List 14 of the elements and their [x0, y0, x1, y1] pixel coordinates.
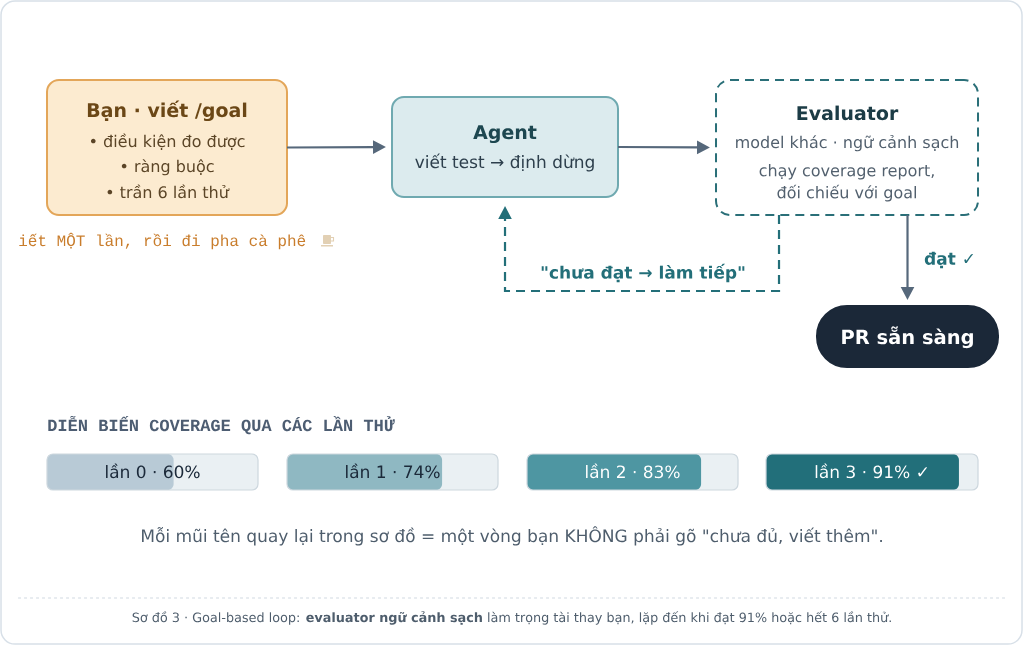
section-heading: DIỄN BIẾN COVERAGE QUA CÁC LẦN THỬ — [48, 416, 395, 435]
note-text: iết MỘT lần, rồi đi pha cà phê — [19, 232, 306, 250]
caption: Sơ đồ 3 · Goal-based loop: evaluator ngữ cảnh sạch làm trọng tài thay bạn, lặp đến khi đạt 91% hoặc hết 6 lần thử. — [132, 611, 891, 625]
edge-label: "chưa đạt → làm tiếp" — [538, 261, 748, 285]
terminal-pill: PR sẵn sàng — [816, 305, 999, 368]
process-box: Bạn · viết /goal • điều kiện đo được • ràng buộc • trần 6 lần thử — [46, 79, 288, 216]
edge-label: đạt ✓ — [922, 249, 978, 271]
process-box: Agent viết test → định dừng — [391, 96, 619, 198]
progress-bar: lần 2 · 83% — [526, 453, 739, 491]
dashed-process-box: Evaluator model khác · ngữ cảnh sạch chạy coverage report, đối chiếu với goal — [715, 79, 979, 216]
note-text: Mỗi mũi tên quay lại trong sơ đồ = một vòng bạn KHÔNG phải gõ "chưa đủ, viết thêm". — [142, 526, 882, 546]
progress-bar: lần 3 · 91% ✓ — [765, 453, 979, 491]
progress-bar: lần 0 · 60% — [46, 453, 259, 491]
progress-bar: lần 1 · 74% — [286, 453, 499, 491]
